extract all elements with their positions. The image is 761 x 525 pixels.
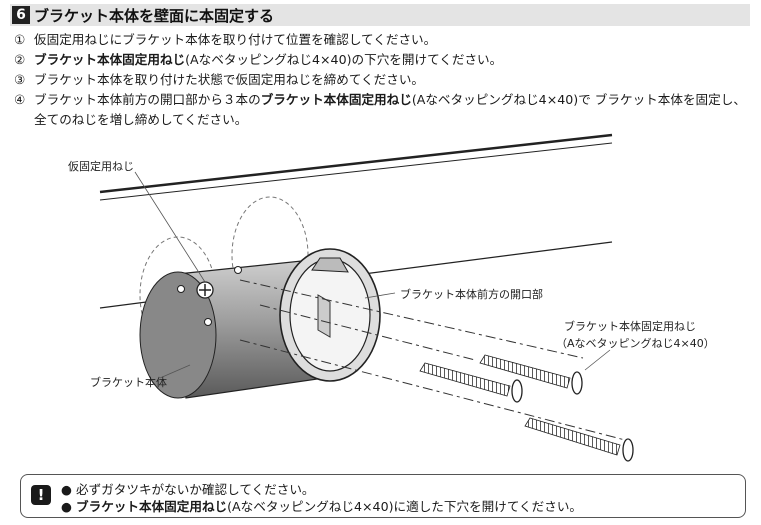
step-text: 仮固定用ねじにブラケット本体を取り付けて位置を確認してください。 xyxy=(34,32,437,47)
screw-1 xyxy=(479,354,583,395)
bracket-body xyxy=(139,248,381,399)
step-4: ④ ブラケット本体前方の開口部から３本のブラケット本体固定用ねじ(Aなベタッピン… xyxy=(14,90,754,130)
insertion-guides xyxy=(239,279,626,441)
step-marker: ① xyxy=(14,32,26,47)
step-marker: ③ xyxy=(14,72,26,87)
step-emphasis: ブラケット本体固定用ねじ xyxy=(34,52,186,67)
section-title: ブラケット本体を壁面に本固定する xyxy=(34,6,275,25)
step-number-badge: 6 xyxy=(12,6,30,24)
label-bracket-body: ブラケット本体 xyxy=(90,376,167,389)
note-emphasis: ブラケット本体固定用ねじ xyxy=(76,499,228,514)
bracket-illustration xyxy=(99,133,634,462)
instruction-steps: ① 仮固定用ねじにブラケット本体を取り付けて位置を確認してください。 ② ブラケ… xyxy=(14,30,754,130)
step-text: (Aなベタッピングねじ4×40)の下穴を開けてください。 xyxy=(185,52,503,67)
caution-icon: ! xyxy=(31,485,51,505)
step-text: (Aなベタッピングねじ4×40)で ブラケット本体を固定し、全てのねじを増し締め… xyxy=(34,92,746,127)
step-text: ブラケット本体前方の開口部から３本の xyxy=(34,92,261,107)
step-marker: ② xyxy=(14,52,26,67)
note-text: ● 必ずガタツキがないか確認してください。 xyxy=(61,482,315,497)
label-fix-screw-spec: （Aなベタッピングねじ4×40） xyxy=(556,337,715,350)
installation-illustration: 仮固定用ねじ ブラケット本体前方の開口部 ブラケット本体固定用ねじ （Aなベタッ… xyxy=(0,130,761,470)
screw-2 xyxy=(419,362,523,403)
step-2: ② ブラケット本体固定用ねじ(Aなベタッピングねじ4×40)の下穴を開けてくださ… xyxy=(14,50,754,70)
label-fix-screw: ブラケット本体固定用ねじ xyxy=(564,320,696,333)
step-1: ① 仮固定用ねじにブラケット本体を取り付けて位置を確認してください。 xyxy=(14,30,754,50)
step-3: ③ ブラケット本体を取り付けた状態で仮固定用ねじを締めてください。 xyxy=(14,70,754,90)
caution-note: ! ● 必ずガタツキがないか確認してください。 ● ブラケット本体固定用ねじ(A… xyxy=(20,474,746,518)
note-line-1: ● 必ずガタツキがないか確認してください。 xyxy=(61,479,315,498)
note-text: (Aなベタッピングねじ4×40)に適した下穴を開けてください。 xyxy=(227,499,583,514)
label-temp-screw: 仮固定用ねじ xyxy=(68,160,134,173)
note-bullet: ● xyxy=(61,499,76,514)
label-opening: ブラケット本体前方の開口部 xyxy=(400,288,543,301)
leader-lines xyxy=(134,171,611,379)
step-text: ブラケット本体を取り付けた状態で仮固定用ねじを締めてください。 xyxy=(34,72,425,87)
step-emphasis: ブラケット本体固定用ねじ xyxy=(260,92,412,107)
screw-3 xyxy=(524,417,634,462)
step-marker: ④ xyxy=(14,92,26,107)
section-header: 6 ブラケット本体を壁面に本固定する xyxy=(10,4,750,26)
note-line-2: ● ブラケット本体固定用ねじ(Aなベタッピングねじ4×40)に適した下穴を開けて… xyxy=(61,496,582,515)
